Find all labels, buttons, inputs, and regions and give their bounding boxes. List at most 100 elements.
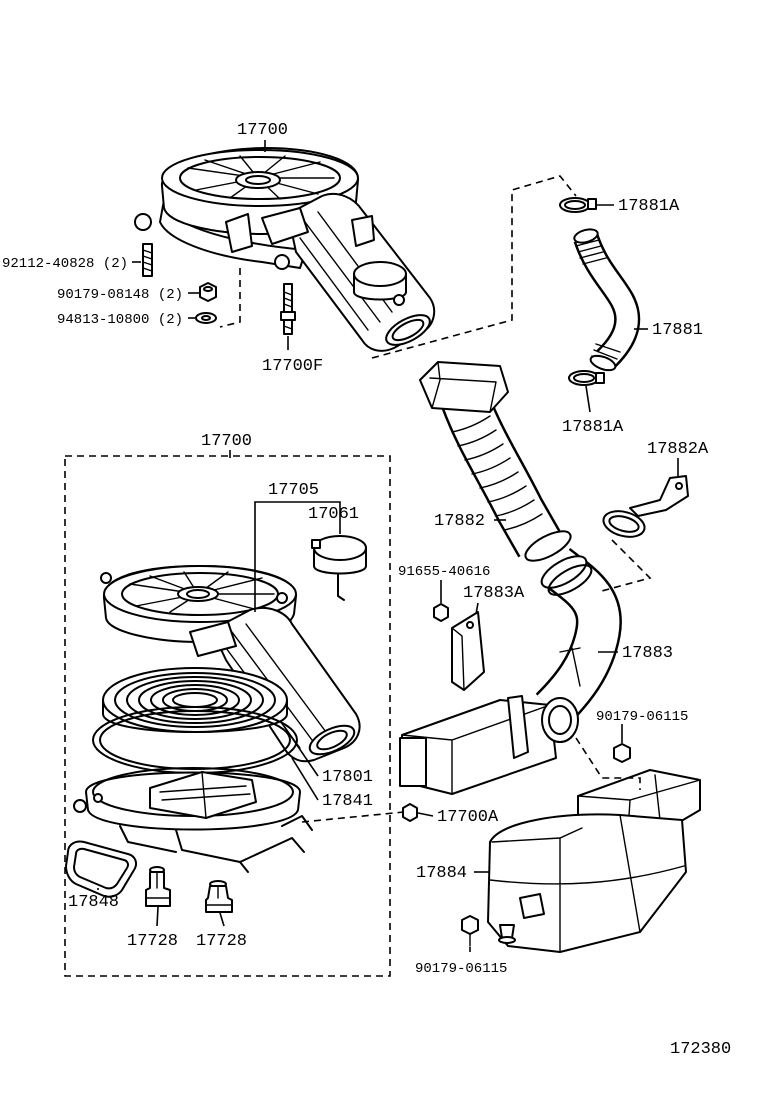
hose-17881 (573, 228, 641, 372)
callout-labels: 17700 17881A 92112-40828 (2) 90179-08148… (2, 121, 731, 1059)
lid-outlet-ring (308, 724, 356, 756)
lid-hub (177, 586, 219, 602)
element-ring-3 (126, 676, 264, 724)
hose-end-bottom (589, 354, 617, 372)
callout-17883: 17883 (622, 644, 673, 663)
housing-inner-rim (179, 156, 341, 200)
lid-hub-hole (186, 589, 210, 599)
callout-90179-06115-upper: 90179-06115 (596, 709, 688, 725)
callout-17882a: 17882A (647, 440, 709, 459)
callout-17881: 17881 (652, 321, 703, 340)
nut-icon (199, 282, 217, 302)
gasket-17848 (65, 840, 137, 898)
duct-outlet-ring (524, 530, 572, 562)
intake-duct-17882 (419, 361, 572, 562)
snout-outlet-ring (385, 314, 431, 346)
callout-17700-box: 17700 (201, 432, 252, 451)
callout-17728-left: 17728 (127, 932, 178, 951)
callout-17700a: 17700A (437, 808, 499, 827)
callout-17883a: 17883A (463, 584, 525, 603)
fastener-dashed-leader (219, 268, 241, 328)
snout-outlet-opening (391, 318, 425, 342)
stud-17700f-collar (280, 311, 296, 321)
duct-fill (443, 391, 560, 557)
tank-drain-end (498, 936, 516, 944)
stud-bolt (142, 243, 153, 277)
gasket-inner (73, 847, 129, 890)
snout-bracket-2 (225, 213, 253, 253)
element-ring-2 (114, 672, 276, 728)
mount-boss-center (274, 254, 290, 270)
valve-17061 (311, 535, 367, 601)
washer-inner (201, 315, 211, 321)
case-screw-left-2 (93, 793, 103, 803)
clamp-band-inner (564, 200, 586, 210)
callout-17700-top: 17700 (237, 121, 288, 140)
duct-inlet-lip (429, 361, 497, 413)
tank-dashed-connection (575, 737, 641, 790)
tank-mount-tab (519, 893, 545, 919)
callout-17728-right: 17728 (196, 932, 247, 951)
stud-bolt-shank (142, 243, 153, 277)
valve-stem (337, 573, 345, 601)
exploded-assembly-box (64, 455, 391, 977)
hose-clamp-bottom (568, 370, 605, 386)
washer-icon (195, 312, 217, 324)
nut-hex (613, 743, 631, 763)
bracket-plate (451, 611, 485, 691)
nut-hex (402, 803, 418, 822)
callout-17884: 17884 (416, 864, 467, 883)
callout-91655-40616: 91655-40616 (398, 564, 490, 580)
air-cleaner-lid (100, 565, 361, 763)
valve-tab (311, 539, 321, 549)
callout-17705: 17705 (268, 481, 319, 500)
callout-17881a-top: 17881A (618, 197, 680, 216)
housing-hub (235, 171, 281, 189)
clamp-ring-inner (608, 515, 640, 533)
housing-hub-hole (245, 175, 271, 185)
bracket-fold (451, 627, 465, 691)
nut-90179-lower-icon (461, 915, 479, 947)
callout-17882: 17882 (434, 512, 485, 531)
element-ring-4 (138, 680, 252, 720)
washer-outer (195, 312, 217, 324)
resonator-end-cap (399, 737, 427, 787)
callout-17848: 17848 (68, 893, 119, 912)
nut-90179-upper-icon (613, 743, 631, 763)
nut-91655-icon (433, 603, 449, 622)
case-inner-lines (159, 771, 251, 819)
resonator-outlet (541, 697, 579, 743)
leader-17728-left (156, 906, 159, 927)
nut-hex (461, 915, 479, 935)
tank-seam (489, 814, 685, 953)
valve-detail (145, 871, 171, 899)
callout-17841: 17841 (322, 792, 373, 811)
top-dashed-connection (371, 175, 577, 359)
housing-ribs (187, 155, 335, 200)
callout-92112-40828: 92112-40828 (2) (2, 256, 128, 272)
housing-side-clip (351, 215, 375, 247)
nut-hex (433, 603, 449, 622)
leader-17728-right (219, 912, 225, 927)
valve-body (205, 885, 233, 913)
lid-boss-2 (276, 592, 288, 604)
lid-outlet-opening (316, 729, 348, 751)
dome-cap (353, 261, 407, 287)
valve-dome (313, 535, 367, 561)
callout-17801: 17801 (322, 768, 373, 787)
bracket-17705 (254, 501, 341, 612)
elbow-fill (537, 549, 620, 725)
clamp-17882a (602, 475, 689, 538)
callout-94813-10800: 94813-10800 (2) (57, 312, 183, 328)
callout-17061: 17061 (308, 505, 359, 524)
air-cleaner-assembly-top (134, 147, 436, 352)
stud-17700f-shank (283, 283, 293, 335)
clamp-dashed-connection (597, 539, 652, 593)
lid-snout (211, 606, 361, 763)
leader-lines (97, 140, 679, 952)
clamp-bracket (629, 475, 689, 517)
leader-17881a-bottom (585, 385, 591, 413)
bracket-hole (466, 621, 474, 629)
lid-ribs (129, 571, 275, 613)
stud-bolt-threads (142, 249, 153, 272)
